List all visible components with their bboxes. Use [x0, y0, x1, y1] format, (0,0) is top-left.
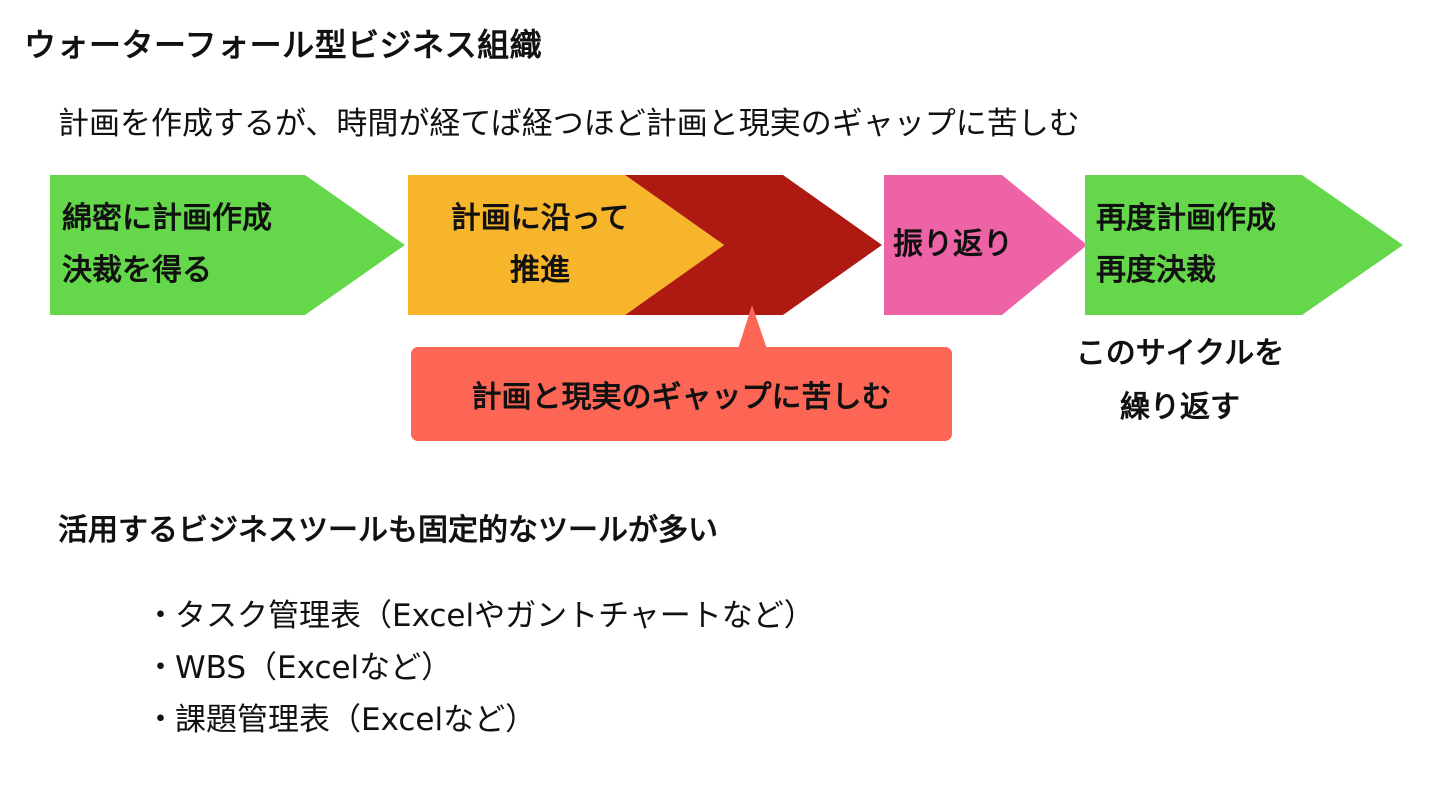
- cycle-note: このサイクルを 繰り返す: [1040, 327, 1320, 435]
- tools-list-item: ・課題管理表（Excelなど）: [145, 694, 815, 746]
- stage-plan-label: 綿密に計画作成 決裁を得る: [62, 193, 272, 297]
- stage-plan-arrow: [50, 175, 405, 315]
- stage-review-arrow: [884, 175, 1087, 315]
- slide-title: ウォーターフォール型ビジネス組織: [24, 26, 543, 64]
- stage-execute-line-2: 推進: [510, 253, 570, 288]
- tools-list-item: ・WBS（Excelなど）: [145, 642, 815, 694]
- slide-subtitle: 計画を作成するが、時間が経てば経つほど計画と現実のギャップに苦しむ: [58, 106, 1080, 142]
- stage-execute-line-1: 計画に沿って: [450, 201, 630, 236]
- stage-execute-label: 計画に沿って 推進: [437, 193, 643, 297]
- tool-name: タスク管理表（Excelやガントチャートなど）: [175, 598, 815, 634]
- callout-pointer: [738, 305, 767, 349]
- stage-replan-line-2: 再度決裁: [1096, 253, 1216, 288]
- stage-plan-line-2: 決裁を得る: [62, 253, 212, 288]
- stage-replan-label: 再度計画作成 再度決裁: [1096, 193, 1276, 297]
- tools-list-item: ・タスク管理表（Excelやガントチャートなど）: [145, 590, 815, 642]
- tool-name: 課題管理表（Excelなど）: [175, 702, 537, 738]
- stage-review-line-1: 振り返り: [893, 227, 1013, 262]
- stage-gap-chevron: [625, 175, 882, 315]
- bullet-icon: ・: [145, 598, 176, 634]
- stage-execute-arrow: [408, 175, 724, 315]
- cycle-note-line-1: このサイクルを: [1075, 336, 1285, 371]
- gap-callout-text: 計画と現実のギャップに苦しむ: [471, 380, 892, 415]
- tools-heading: 活用するビジネスツールも固定的なツールが多い: [58, 513, 718, 548]
- bullet-icon: ・: [145, 702, 176, 738]
- cycle-note-line-2: 繰り返す: [1120, 390, 1240, 425]
- tool-name: WBS（Excelなど）: [175, 650, 453, 686]
- gap-callout: 計画と現実のギャップに苦しむ: [411, 347, 952, 441]
- tools-list: ・タスク管理表（Excelやガントチャートなど） ・WBS（Excelなど） ・…: [145, 590, 815, 746]
- stage-plan-line-1: 綿密に計画作成: [62, 201, 272, 236]
- stage-replan-line-1: 再度計画作成: [1096, 201, 1276, 236]
- stage-review-label: 振り返り: [893, 219, 1013, 271]
- stage-replan-arrow: [1085, 175, 1403, 315]
- bullet-icon: ・: [145, 650, 176, 686]
